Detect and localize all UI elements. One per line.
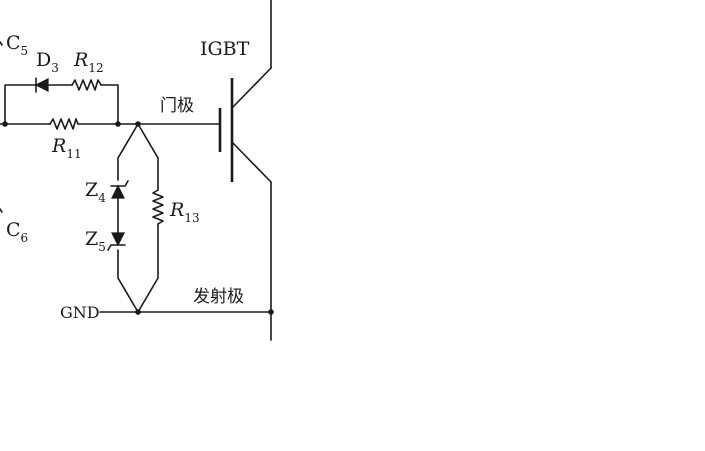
junction-gnd-node (135, 309, 141, 315)
junction-left (2, 121, 8, 127)
c6-lead-fragment (0, 208, 3, 213)
d3-diode (34, 77, 49, 93)
junction-emitter (268, 309, 274, 315)
gnd-label: GND (60, 303, 100, 322)
junction-r12-right (115, 121, 121, 127)
z4-label: Z4 (85, 179, 106, 205)
r13-resistor (152, 189, 164, 225)
z4-zener-diode (110, 180, 129, 199)
r11-label: R11 (51, 135, 82, 161)
r12-label: R12 (73, 49, 104, 75)
d3-label: D3 (36, 49, 59, 75)
zener-branch-wire (117, 123, 139, 313)
r13-branch-wire (137, 123, 159, 313)
gate-label: 门极 (160, 96, 194, 116)
z5-label: Z5 (85, 228, 106, 254)
r11-resistor (49, 118, 79, 130)
r13-label: R13 (169, 199, 200, 225)
igbt-label: IGBT (200, 38, 250, 60)
r12-resistor (71, 79, 102, 91)
c5-label: C5 (6, 32, 28, 58)
emitter-label: 发射极 (193, 287, 244, 307)
z5-zener-diode (107, 232, 126, 251)
c6-label: C6 (6, 219, 28, 245)
d3-r12-branch-wire (4, 84, 119, 125)
c5-lead-fragment (0, 41, 3, 46)
